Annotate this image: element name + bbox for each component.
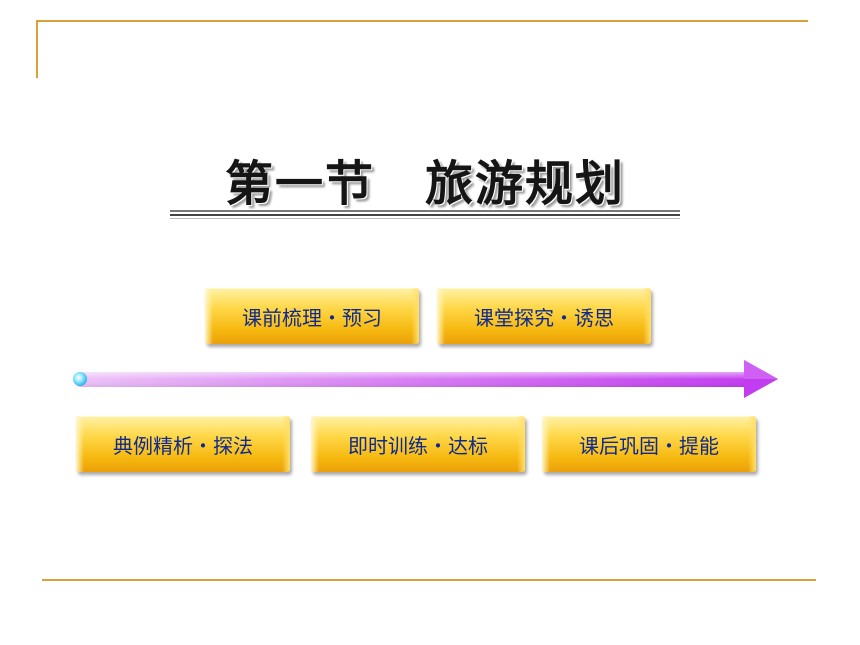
- explore-button-label: 课堂探究・诱思: [474, 305, 614, 330]
- timeline-arrow: [73, 360, 778, 398]
- timeline-start-dot: [73, 372, 87, 386]
- page-title: 第一节 旅游规划: [224, 156, 625, 212]
- frame-bottom-line: [42, 579, 816, 581]
- frame-top-line: [36, 20, 808, 22]
- explore-button[interactable]: 课堂探究・诱思: [437, 288, 651, 344]
- review-button-label: 课后巩固・提能: [579, 433, 719, 458]
- examples-button-label: 典例精析・探法: [113, 433, 253, 458]
- preview-button-label: 课前梳理・预习: [242, 305, 382, 330]
- practice-button[interactable]: 即时训练・达标: [311, 416, 525, 472]
- title-underline: [170, 210, 680, 220]
- preview-button[interactable]: 课前梳理・预习: [205, 288, 419, 344]
- practice-button-label: 即时训练・达标: [348, 433, 488, 458]
- frame-left-line: [36, 20, 38, 78]
- review-button[interactable]: 课后巩固・提能: [542, 416, 756, 472]
- examples-button[interactable]: 典例精析・探法: [76, 416, 290, 472]
